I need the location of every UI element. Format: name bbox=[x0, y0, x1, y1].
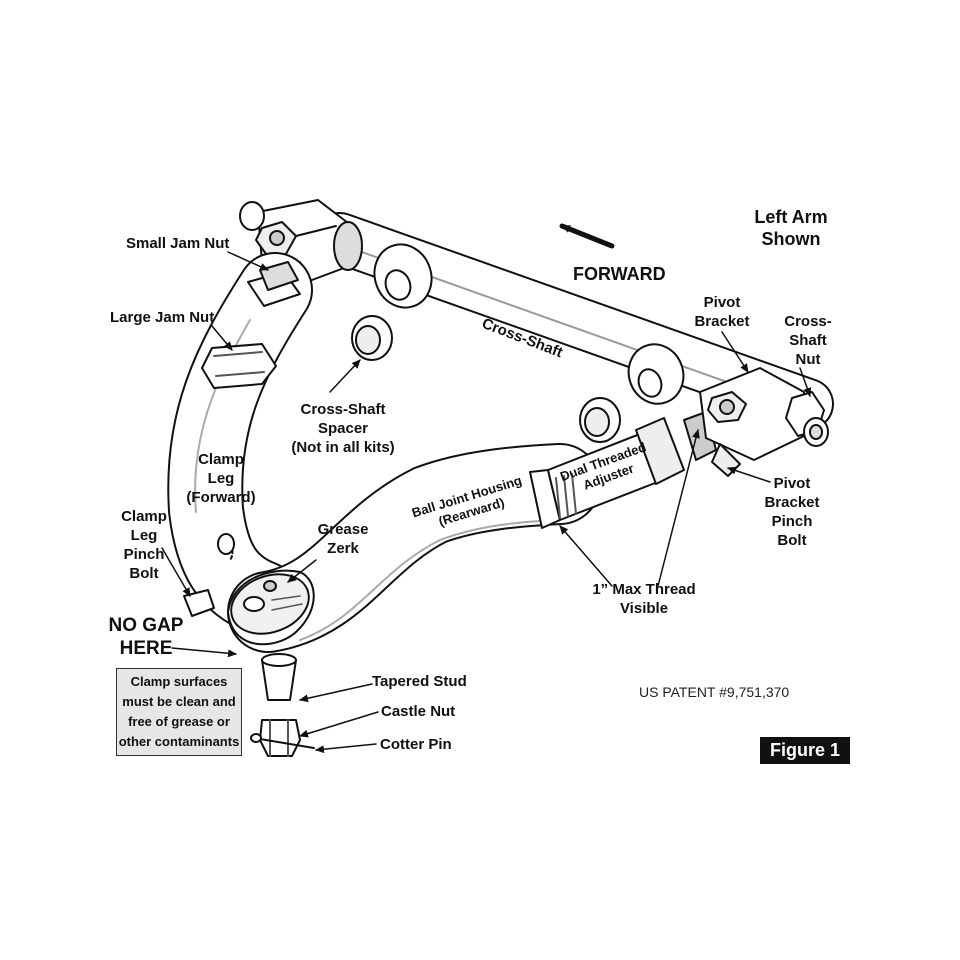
label-clamp-leg-pinch-bolt-line3: Pinch bbox=[123, 546, 165, 563]
label-left-arm-shown-line2: Shown bbox=[761, 229, 821, 249]
label-pivot-bracket-pinch-bolt-line1: Pivot bbox=[773, 475, 811, 492]
clamp-warning-box: Clamp surfaces must be clean and free of… bbox=[116, 668, 242, 756]
label-cross-shaft-nut: Cross- Shaft Nut bbox=[780, 312, 836, 369]
figure-tag: Figure 1 bbox=[760, 737, 850, 764]
label-pivot-bracket-pinch-bolt-line2: Bracket bbox=[764, 494, 820, 511]
cross-shaft-spacer-front bbox=[351, 315, 393, 361]
rear-pivot-bushing bbox=[627, 343, 685, 405]
label-grease-zerk-line1: Grease bbox=[317, 521, 369, 538]
label-left-arm-shown: Left Arm Shown bbox=[746, 206, 836, 250]
label-clamp-leg-line1: Clamp bbox=[198, 451, 244, 468]
clamp-leg-forward bbox=[167, 252, 313, 636]
front-pivot-bushing bbox=[373, 243, 433, 309]
label-large-jam-nut: Large Jam Nut bbox=[110, 309, 215, 326]
clamp-leg-pinch-bolt-part bbox=[183, 533, 235, 617]
label-clamp-leg-line3: (Forward) bbox=[186, 489, 256, 506]
label-max-thread-visible: 1” Max Thread Visible bbox=[582, 580, 706, 618]
ball-joint-housing-rearward bbox=[227, 443, 601, 653]
label-grease-zerk-line2: Zerk bbox=[327, 540, 359, 557]
label-no-gap-here: NO GAP HERE bbox=[106, 614, 186, 660]
label-pivot-bracket-pinch-bolt-line3: Pinch bbox=[771, 513, 813, 530]
large-jam-nut-part bbox=[201, 343, 277, 389]
label-cross-shaft-nut-line2: Shaft bbox=[789, 332, 827, 349]
cotter-pin-part bbox=[250, 733, 315, 749]
label-cotter-pin: Cotter Pin bbox=[380, 736, 452, 753]
label-clamp-leg: Clamp Leg (Forward) bbox=[186, 450, 256, 507]
label-small-jam-nut: Small Jam Nut bbox=[126, 235, 230, 252]
label-max-thread-visible-line1: 1” Max Thread bbox=[592, 581, 696, 598]
clamp-warning-line1: Clamp surfaces bbox=[130, 674, 228, 689]
small-jam-nut-part bbox=[247, 261, 301, 307]
clamp-warning-line4: other contaminants bbox=[118, 734, 240, 749]
label-no-gap-here-line2: HERE bbox=[119, 638, 173, 659]
clamp-warning-line2: must be clean and bbox=[122, 694, 236, 709]
label-pivot-bracket-line2: Bracket bbox=[694, 313, 750, 330]
label-cross-shaft-nut-line3: Nut bbox=[795, 351, 821, 368]
label-max-thread-visible-line2: Visible bbox=[619, 600, 669, 617]
clamp-warning-line3: free of grease or bbox=[128, 714, 230, 729]
castle-nut-part bbox=[259, 719, 301, 757]
label-castle-nut: Castle Nut bbox=[381, 703, 456, 720]
label-cross-shaft-nut-line1: Cross- bbox=[784, 313, 832, 330]
ball-joint-cap bbox=[227, 569, 315, 646]
label-clamp-leg-line2: Leg bbox=[207, 470, 235, 487]
label-left-arm-shown-line1: Left Arm bbox=[754, 207, 828, 227]
label-clamp-leg-pinch-bolt: Clamp Leg Pinch Bolt bbox=[116, 507, 172, 583]
label-clamp-leg-pinch-bolt-line4: Bolt bbox=[129, 565, 159, 582]
label-pivot-bracket-line1: Pivot bbox=[703, 294, 741, 311]
dual-threaded-adjuster bbox=[529, 411, 717, 529]
label-pivot-bracket-pinch-bolt-line4: Bolt bbox=[777, 532, 807, 549]
label-cross-shaft-spacer: Cross-Shaft Spacer (Not in all kits) bbox=[278, 400, 408, 457]
patent-number: US PATENT #9,751,370 bbox=[639, 684, 790, 700]
label-no-gap-here-line1: NO GAP bbox=[108, 615, 184, 636]
label-grease-zerk: Grease Zerk bbox=[312, 520, 374, 558]
label-cross-shaft-spacer-line3: (Not in all kits) bbox=[291, 439, 395, 456]
leader-lines bbox=[161, 251, 812, 754]
label-pivot-bracket: Pivot Bracket bbox=[690, 293, 754, 331]
cross-shaft-spacer-rear bbox=[579, 397, 621, 443]
tapered-stud-part bbox=[261, 653, 297, 701]
forward-arrow bbox=[559, 223, 615, 249]
label-forward: FORWARD bbox=[573, 264, 666, 284]
label-cross-shaft-spacer-line1: Cross-Shaft bbox=[300, 401, 386, 418]
cross-shaft-nut-part bbox=[785, 391, 829, 447]
label-pivot-bracket-pinch-bolt: Pivot Bracket Pinch Bolt bbox=[760, 474, 824, 550]
label-clamp-leg-pinch-bolt-line2: Leg bbox=[130, 527, 158, 544]
label-clamp-leg-pinch-bolt-line1: Clamp bbox=[121, 508, 167, 525]
label-tapered-stud: Tapered Stud bbox=[372, 673, 467, 690]
label-cross-shaft-spacer-line2: Spacer bbox=[317, 420, 369, 437]
